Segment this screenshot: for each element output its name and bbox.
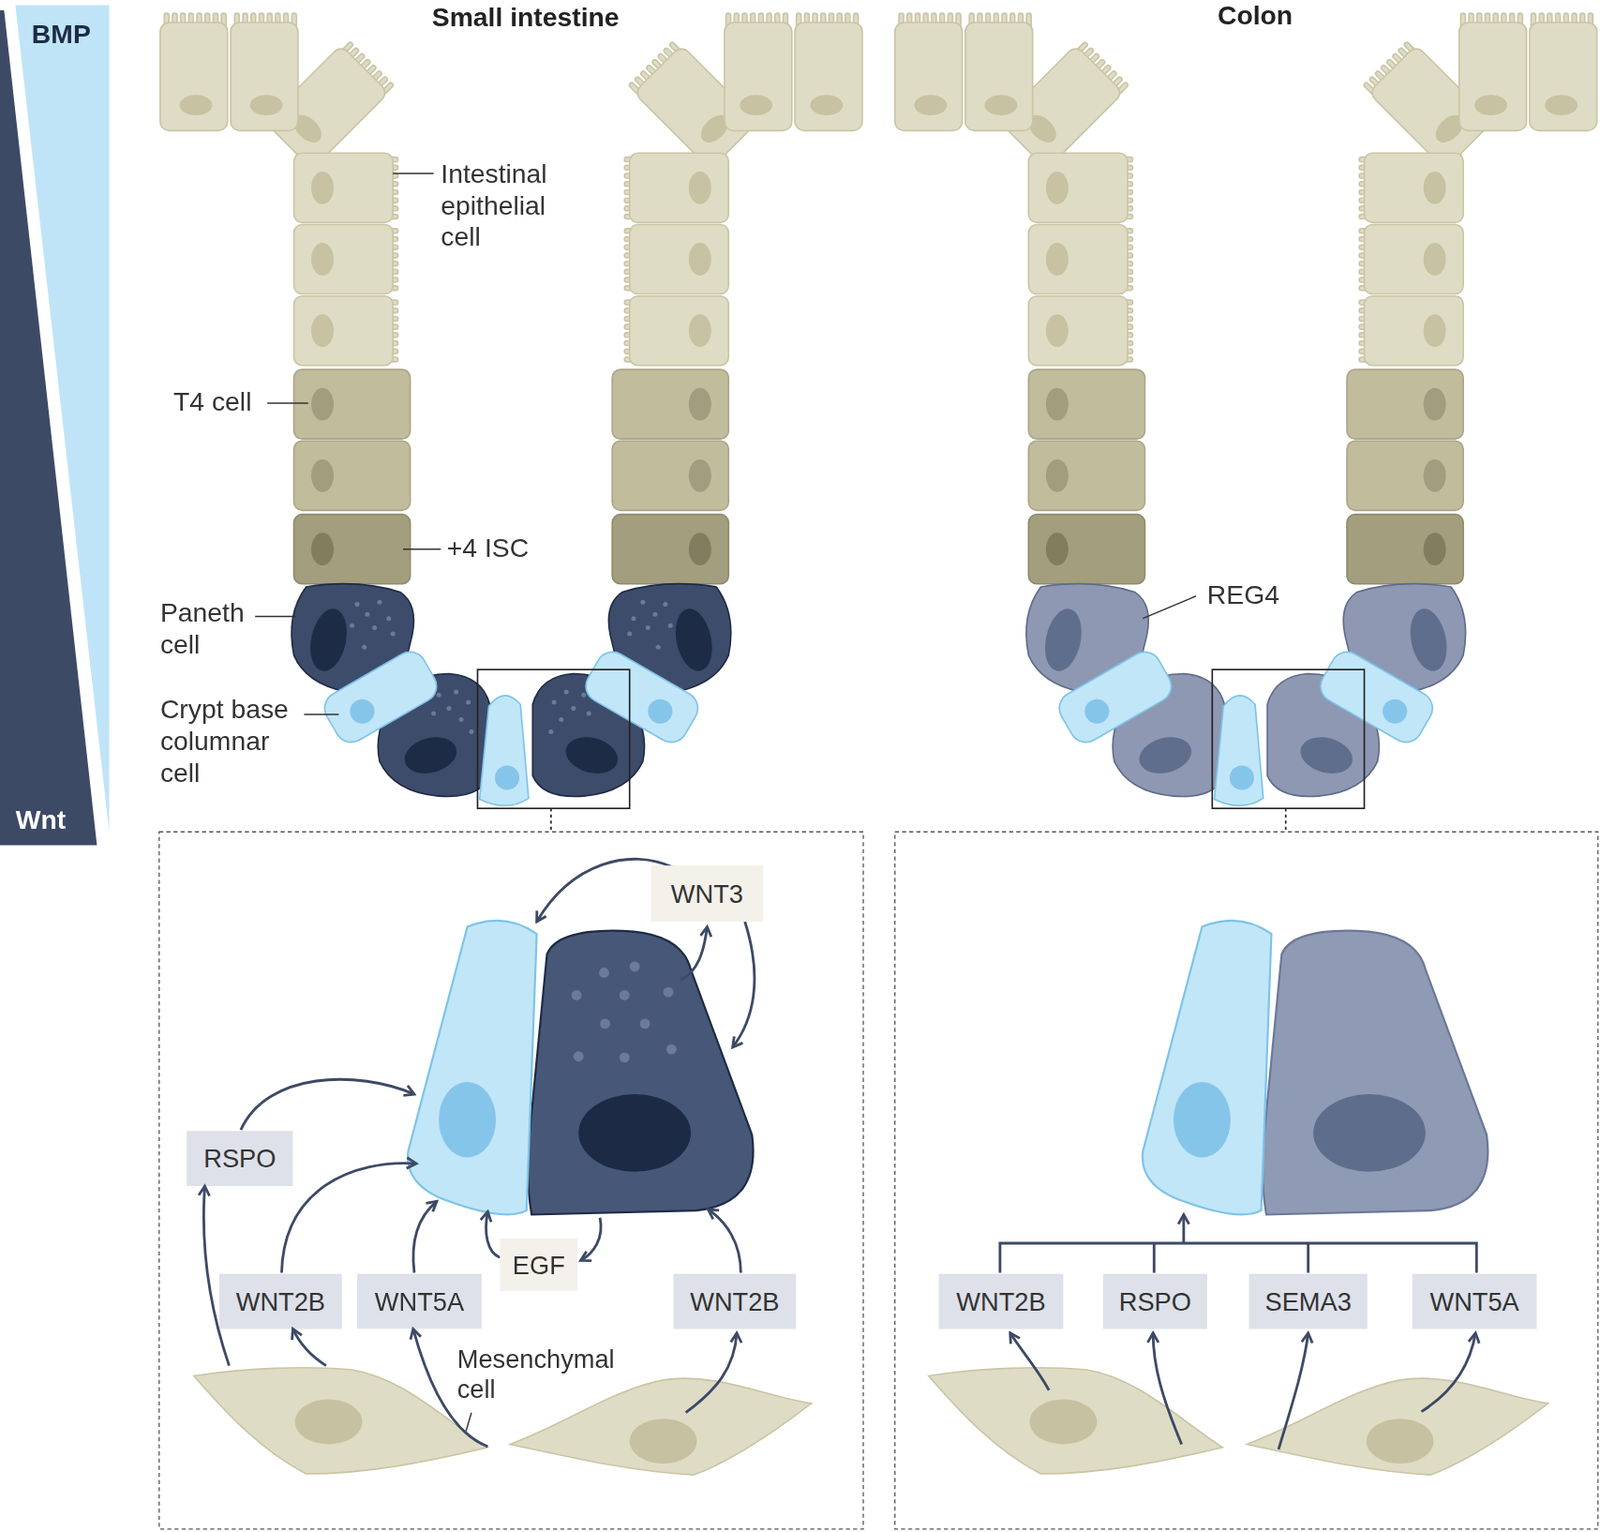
crypt-wall	[895, 13, 1146, 584]
gradient-label: Wnt	[4, 804, 76, 837]
crypt-wall	[1346, 13, 1598, 584]
mesenchymal-cells	[509, 1367, 1548, 1475]
cell-outline	[194, 1365, 489, 1475]
callout-label: Crypt base columnar cell	[160, 693, 303, 790]
panel-heading: Colon	[1173, 0, 1337, 32]
factor-box: RSPO	[1103, 1273, 1208, 1330]
signal-arrows	[240, 858, 1476, 1450]
factor-name: RSPO	[1119, 1285, 1192, 1317]
cbc-cell-zoom	[1142, 920, 1272, 1215]
mesenchymal-cell: Mesenchymal cell	[194, 1365, 489, 1475]
cbc-cell	[318, 645, 443, 748]
factor-name: SEMA3	[1265, 1285, 1352, 1317]
cbc-cell	[580, 645, 704, 748]
factor-box: WNT5A	[357, 1273, 482, 1330]
cell-nucleus	[295, 1399, 363, 1445]
merge-bracket	[1000, 1242, 1477, 1273]
factor-box: EGF	[499, 1238, 578, 1292]
factor-name: WNT3	[671, 878, 744, 910]
factor-name: WNT5A	[1429, 1285, 1519, 1317]
cbc-cell	[1315, 645, 1439, 748]
reg4-cell-zoom	[1262, 930, 1488, 1215]
callout-label: Intestinal epithelial cell	[440, 158, 574, 255]
factor-box: RSPO	[186, 1130, 293, 1186]
zoom-panels	[159, 831, 1599, 1529]
factor-box: WNT5A	[1412, 1273, 1538, 1330]
cell-body	[194, 1367, 489, 1474]
factor-name: WNT2B	[689, 1285, 779, 1317]
paneth-cell-zoom	[527, 930, 753, 1215]
cbc-cell	[479, 695, 529, 806]
cell-label: Mesenchymal cell	[457, 1343, 637, 1405]
panel-heading: Small intestine	[388, 1, 664, 34]
factor-name: RSPO	[203, 1142, 276, 1174]
zoom-frames	[477, 669, 1364, 832]
factor-box: WNT3	[651, 865, 764, 922]
callout-label: +4 ISC	[447, 532, 560, 565]
factor-box: SEMA3	[1249, 1273, 1368, 1330]
cbc-cell-zoom	[407, 920, 538, 1215]
granules	[571, 961, 677, 1063]
crypt-wall	[612, 13, 863, 584]
gradient-label: BMP	[20, 18, 103, 51]
factor-name: WNT2B	[236, 1285, 326, 1317]
factor-name: WNT2B	[956, 1285, 1046, 1317]
factor-name: WNT5A	[374, 1285, 464, 1317]
factor-box: WNT2B	[673, 1273, 797, 1330]
callout-label: T4 cell	[173, 386, 276, 419]
cbc-cell	[1213, 695, 1263, 806]
wnt-gradient	[0, 10, 97, 846]
callout-label: REG4	[1207, 579, 1310, 612]
factor-box: WNT2B	[219, 1273, 343, 1330]
cbc-cell	[1053, 645, 1178, 748]
leader-lines	[254, 173, 1197, 1448]
signal-arrow	[292, 1328, 326, 1365]
callout-label: Paneth cell	[160, 597, 263, 661]
factor-box: WNT2B	[939, 1273, 1064, 1330]
crypt-wall	[160, 13, 411, 584]
factor-name: EGF	[512, 1249, 566, 1281]
